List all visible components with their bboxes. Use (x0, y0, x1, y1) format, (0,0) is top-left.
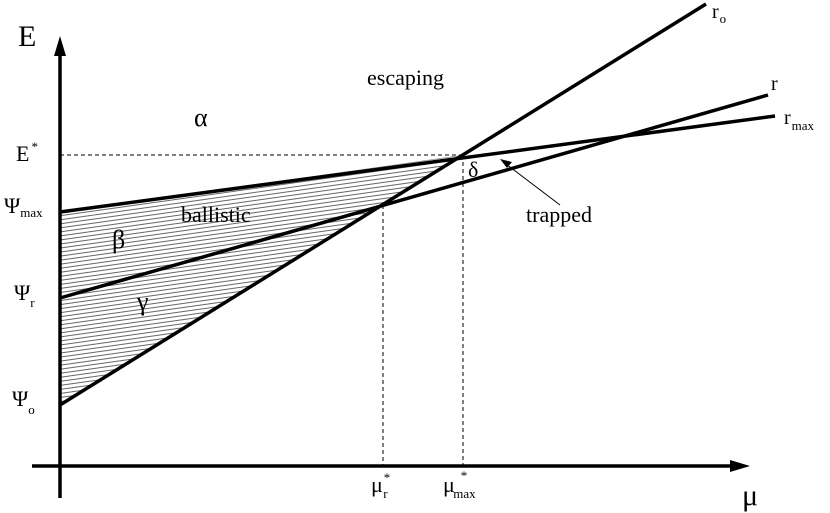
y-axis-label: E (18, 20, 36, 53)
region-escaping-label: escaping (367, 65, 444, 90)
line-r-max (59, 114, 776, 214)
x-axis-arrowhead (730, 460, 750, 472)
y-tick-psi-r: Ψr (14, 280, 35, 310)
line-label-r-max: rmax (784, 107, 815, 133)
y-tick-e-star: E* (16, 139, 38, 166)
y-tick-psi-max: Ψmax (4, 193, 43, 220)
line-r (59, 93, 769, 300)
region-beta: β (112, 225, 125, 254)
region-trapped-label: trapped (526, 202, 592, 227)
x-tick-mu-r-star: μ*r (371, 470, 390, 501)
trapped-pointer-line (505, 163, 561, 206)
region-delta: δ (468, 157, 478, 182)
region-gamma: γ (136, 287, 149, 316)
line-label-r-o: ro (712, 1, 726, 26)
region-alpha: α (194, 103, 208, 132)
y-tick-psi-o: Ψo (12, 386, 35, 417)
x-tick-mu-max-star: μ*max (443, 468, 476, 501)
line-label-r: r (771, 73, 778, 95)
x-axis-label: μ (742, 479, 758, 512)
region-ballistic-label: ballistic (181, 202, 251, 227)
trapped-pointer-arrowhead (500, 159, 512, 168)
y-axis-arrowhead (54, 36, 66, 56)
